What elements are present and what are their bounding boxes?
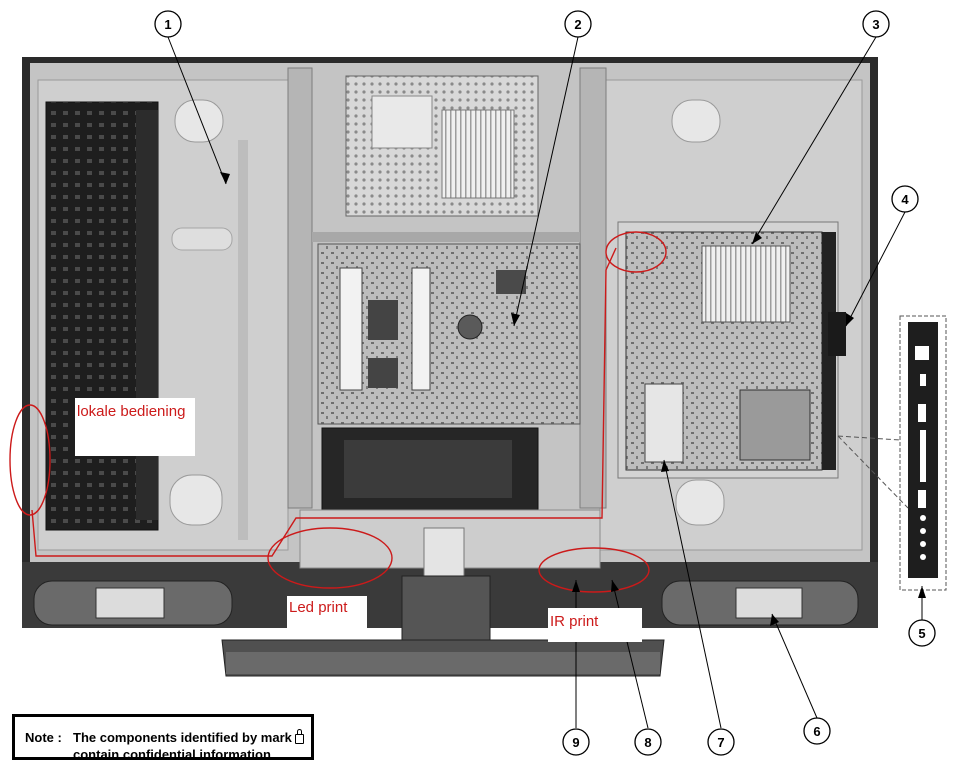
svg-text:3: 3 xyxy=(872,17,879,32)
speakers xyxy=(33,580,859,626)
leader-arrowheads xyxy=(220,172,926,626)
svg-text:9: 9 xyxy=(572,735,579,750)
note-title: Note : xyxy=(25,730,62,745)
led-print-ellipse xyxy=(267,527,393,589)
top-shield xyxy=(345,75,539,217)
inverter-board xyxy=(45,101,159,531)
callout-1: 1 xyxy=(154,10,182,38)
callout-8: 8 xyxy=(634,728,662,756)
leader-lines xyxy=(167,36,923,729)
note-line-1-text: The components identified by mark xyxy=(73,730,292,745)
red-annotations xyxy=(9,231,667,593)
connector-ellipse xyxy=(605,231,667,273)
note-line-1: The components identified by mark xyxy=(73,729,304,745)
svg-text:8: 8 xyxy=(644,735,651,750)
callout-4: 4 xyxy=(891,185,919,213)
callout-5: 5 xyxy=(908,619,936,647)
lower-bracket xyxy=(299,427,601,577)
confidential-note: Note : The components identified by mark… xyxy=(12,714,314,762)
callout-2: 2 xyxy=(564,10,592,38)
svg-text:Led print: Led print xyxy=(289,599,348,616)
callout-9: 9 xyxy=(562,728,590,756)
main-board xyxy=(617,221,846,479)
svg-text:IR print: IR print xyxy=(550,613,599,630)
svg-text:5: 5 xyxy=(918,626,925,641)
callout-7: 7 xyxy=(707,728,735,756)
psu-board xyxy=(317,243,581,425)
svg-text:lokale bediening: lokale bediening xyxy=(77,403,185,420)
wiring-route xyxy=(31,247,617,557)
led-print-label: Led print xyxy=(287,596,367,636)
local-controls-label: lokale bediening xyxy=(75,398,195,456)
local-controls-ellipse xyxy=(9,404,51,516)
svg-text:6: 6 xyxy=(813,724,820,739)
svg-text:7: 7 xyxy=(717,735,724,750)
ir-print-label: IR print xyxy=(548,608,642,642)
svg-text:2: 2 xyxy=(574,17,581,32)
note-line-2: contain confidential information. xyxy=(73,747,275,762)
stand xyxy=(221,575,665,677)
svg-text:1: 1 xyxy=(164,17,171,32)
callout-3: 3 xyxy=(862,10,890,38)
side-bracket-detail xyxy=(837,315,947,591)
lock-icon xyxy=(294,729,304,744)
callout-6: 6 xyxy=(803,717,831,745)
ir-print-ellipse xyxy=(538,547,650,593)
svg-text:4: 4 xyxy=(901,192,909,207)
